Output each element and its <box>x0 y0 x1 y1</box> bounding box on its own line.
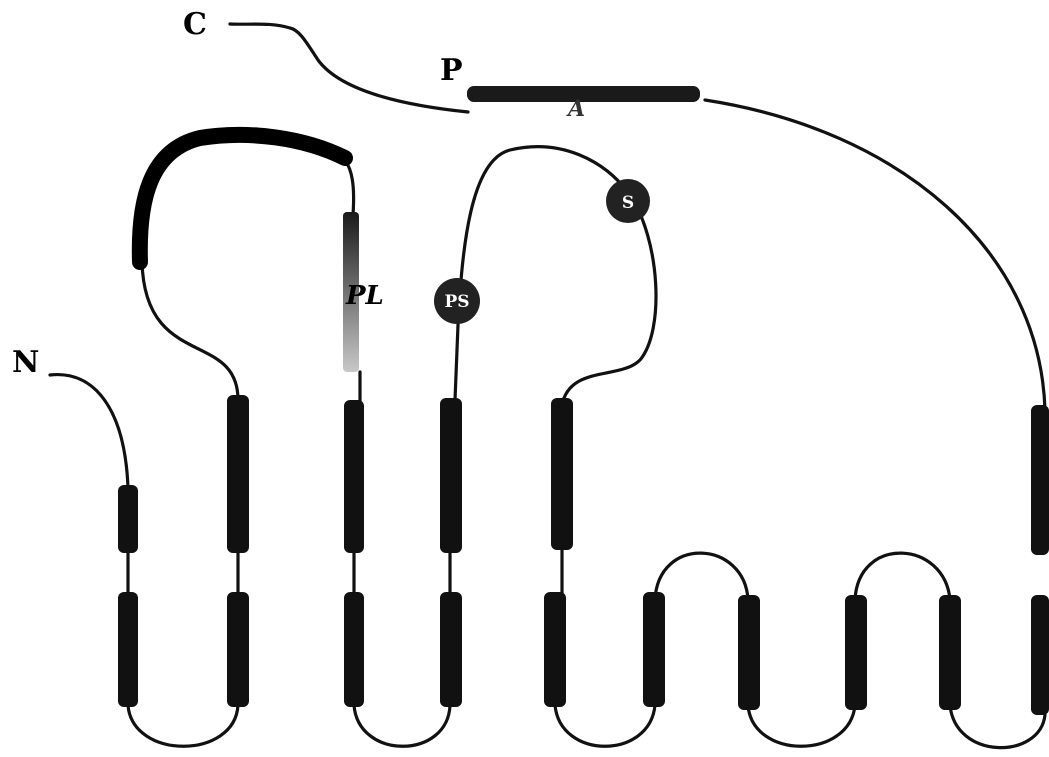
site-s-label: S <box>622 193 634 213</box>
tm-segment <box>551 398 573 550</box>
site-ps-label: PS <box>444 292 469 312</box>
bottom-loop-2 <box>354 705 450 746</box>
tm-segment <box>227 592 249 707</box>
bottom-loop-1 <box>128 705 238 746</box>
bottom-loop-3 <box>555 705 655 746</box>
tm-segment <box>227 395 249 553</box>
tm-segment <box>1031 405 1049 555</box>
tm-segment <box>845 595 867 710</box>
top-loop-3 <box>655 553 748 600</box>
p-label: P <box>440 53 463 88</box>
tm-segment <box>738 595 760 710</box>
tm-segment <box>544 592 566 707</box>
bottom-loop-4 <box>748 705 855 746</box>
thick-loop-segment <box>140 135 345 262</box>
n-terminus-label: N <box>12 345 39 380</box>
c-terminus-label: C <box>183 7 207 42</box>
a-mark: A <box>566 96 585 122</box>
tm-segment <box>440 592 462 707</box>
tm-segment <box>643 592 665 707</box>
tm-segment <box>118 592 138 707</box>
top-loop-4 <box>855 553 950 600</box>
top-loop-1-right <box>345 160 354 215</box>
bottom-loop-5 <box>950 705 1045 748</box>
c-terminal-arc <box>705 100 1045 410</box>
tm-segment <box>1031 595 1049 715</box>
pl-label: PL <box>345 281 384 311</box>
n-terminal-tail <box>50 375 128 488</box>
tm-segment <box>344 592 364 707</box>
tm-segment <box>344 400 364 553</box>
site-s-marker: S <box>606 179 650 223</box>
c-terminal-tail <box>230 24 468 112</box>
top-loop-1 <box>142 262 238 400</box>
site-ps-marker: PS <box>434 278 480 324</box>
tm-segment <box>939 595 961 710</box>
tm-segment <box>440 398 462 553</box>
tm-segment <box>118 485 138 553</box>
